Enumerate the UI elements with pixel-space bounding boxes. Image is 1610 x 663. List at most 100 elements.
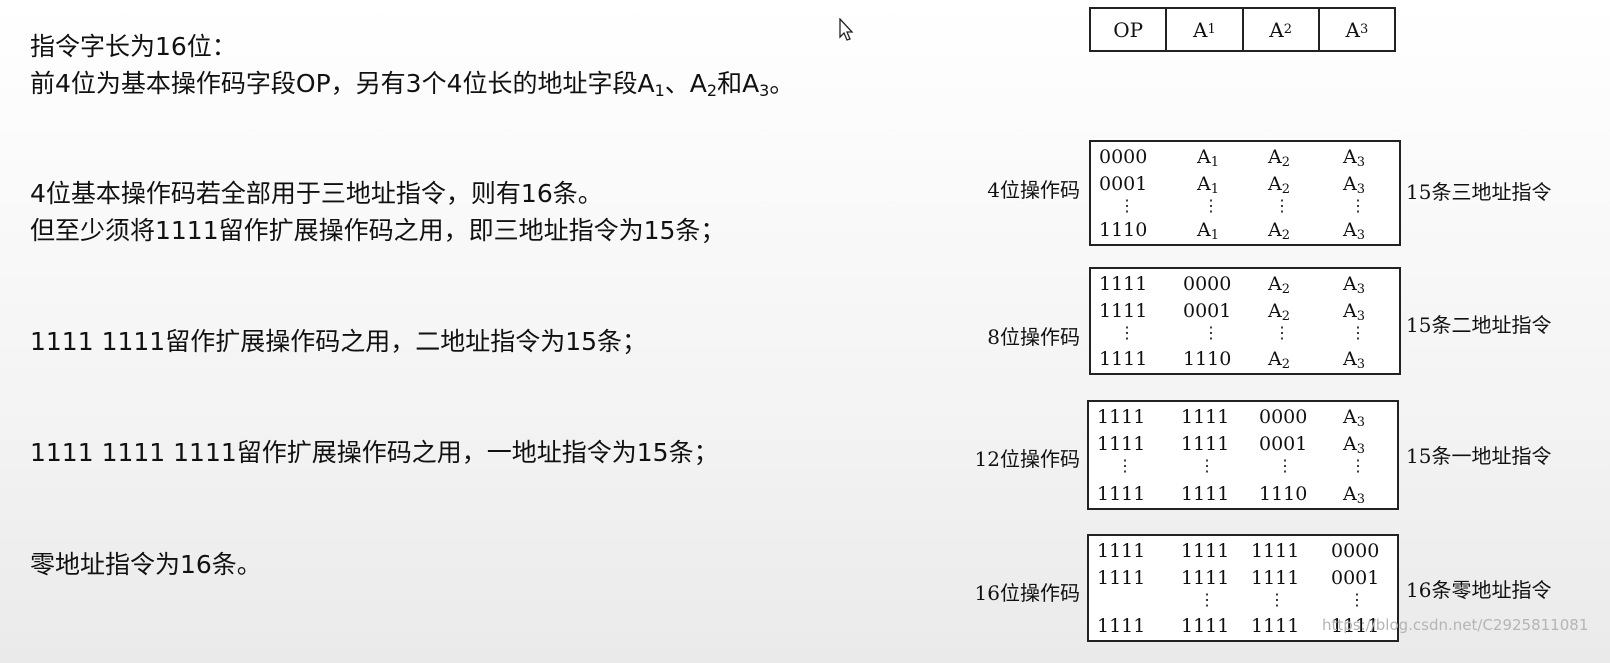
- group3-box: 1111 1111 0000 A3 1111 1111 0001 A3 ⋮ ⋮ …: [1087, 400, 1399, 510]
- text-line-two-address: 1111 1111留作扩展操作码之用，二地址指令为15条；: [30, 327, 648, 356]
- mouse-cursor-icon: [839, 18, 854, 41]
- addr-cell: A2: [1268, 348, 1291, 372]
- dots-row: ⋮ ⋮ ⋮: [1089, 592, 1397, 620]
- group3-left-label: 12位操作码: [974, 447, 1080, 471]
- ellipsis: ⋮: [1277, 456, 1293, 475]
- group3-right-label: 15条一地址指令: [1406, 444, 1552, 468]
- opcode-cell: 1111: [1331, 615, 1380, 637]
- opcode-cell: 1111: [1099, 300, 1148, 322]
- text-line-15-three-address: 但至少须将1111留作扩展操作码之用，即三地址指令为15条；: [30, 216, 726, 245]
- addr-cell: A3: [1343, 406, 1366, 430]
- table-row: 1111 1111 1111 0001: [1089, 567, 1397, 595]
- opcode-cell: 1111: [1181, 483, 1230, 505]
- addr-cell: A2: [1268, 300, 1291, 324]
- addr-cell: A3: [1343, 219, 1366, 243]
- opcode-cell: 1111: [1097, 567, 1146, 589]
- ellipsis: ⋮: [1350, 456, 1366, 475]
- ellipsis: ⋮: [1117, 456, 1133, 475]
- group2-left-label: 8位操作码: [987, 325, 1080, 349]
- opcode-cell: 1111: [1181, 615, 1230, 637]
- addr-cell: A3: [1343, 348, 1366, 372]
- table-row: 0001 A1 A2 A3: [1091, 173, 1399, 201]
- table-row: 1111 0000 A2 A3: [1091, 273, 1399, 301]
- format-field-op: OP: [1091, 9, 1168, 50]
- opcode-cell: 1111: [1181, 433, 1230, 455]
- table-row: 1111 0001 A2 A3: [1091, 300, 1399, 328]
- ellipsis: ⋮: [1350, 323, 1366, 342]
- group4-box: 1111 1111 1111 0000 1111 1111 1111 0001 …: [1087, 534, 1399, 642]
- ellipsis: ⋮: [1199, 456, 1215, 475]
- opcode-cell: 1111: [1251, 615, 1300, 637]
- opcode-cell: 0000: [1099, 146, 1148, 168]
- addr-cell: A1: [1197, 146, 1220, 170]
- addr-cell: A2: [1268, 219, 1291, 243]
- addr-cell: A3: [1343, 146, 1366, 170]
- dots-row: ⋮ ⋮ ⋮ ⋮: [1091, 198, 1399, 226]
- text-line-zero-address: 零地址指令为16条。: [30, 550, 262, 579]
- table-row: 1111 1111 1111 1111: [1089, 615, 1397, 643]
- watermark: https://blog.csdn.net/C2925811081: [1322, 616, 1589, 634]
- addr-cell: A2: [1268, 273, 1291, 297]
- addr-cell: A1: [1197, 219, 1220, 243]
- addr-cell: A3: [1343, 273, 1366, 297]
- dots-row: ⋮ ⋮ ⋮ ⋮: [1089, 458, 1397, 486]
- opcode-cell: 0001: [1099, 173, 1148, 195]
- ellipsis: ⋮: [1119, 196, 1135, 215]
- addr-cell: A2: [1268, 146, 1291, 170]
- group1-box: 0000 A1 A2 A3 0001 A1 A2 A3 ⋮ ⋮ ⋮ ⋮ 1110…: [1089, 140, 1401, 246]
- table-row: 0000 A1 A2 A3: [1091, 146, 1399, 174]
- addr-cell: A3: [1343, 483, 1366, 507]
- ellipsis: ⋮: [1349, 590, 1365, 609]
- addr-cell: A3: [1343, 433, 1366, 457]
- opcode-cell: 1111: [1181, 540, 1230, 562]
- group1-left-label: 4位操作码: [987, 178, 1080, 202]
- group4-left-label: 16位操作码: [974, 581, 1080, 605]
- opcode-cell: 0000: [1259, 406, 1308, 428]
- opcode-cell: 1111: [1097, 540, 1146, 562]
- addr-cell: A1: [1197, 173, 1220, 197]
- group2-box: 1111 0000 A2 A3 1111 0001 A2 A3 ⋮ ⋮ ⋮ ⋮ …: [1089, 267, 1401, 375]
- dots-row: ⋮ ⋮ ⋮ ⋮: [1091, 325, 1399, 353]
- opcode-cell: 1111: [1097, 615, 1146, 637]
- table-row: 1111 1111 0000 A3: [1089, 406, 1397, 434]
- addr-cell: A3: [1343, 173, 1366, 197]
- ellipsis: ⋮: [1119, 323, 1135, 342]
- group2-right-label: 15条二地址指令: [1406, 313, 1552, 337]
- opcode-cell: 1111: [1097, 483, 1146, 505]
- opcode-cell: 0001: [1259, 433, 1308, 455]
- ellipsis: ⋮: [1274, 323, 1290, 342]
- table-row: 1111 1111 1110 A3: [1089, 483, 1397, 511]
- text-line-16-three-address: 4位基本操作码若全部用于三地址指令，则有16条。: [30, 179, 603, 208]
- opcode-cell: 0001: [1331, 567, 1380, 589]
- text-line-one-address: 1111 1111 1111留作扩展操作码之用，一地址指令为15条；: [30, 438, 719, 467]
- opcode-cell: 1111: [1097, 433, 1146, 455]
- table-row: 1111 1111 1111 0000: [1089, 540, 1397, 568]
- opcode-cell: 0000: [1183, 273, 1232, 295]
- group4-right-label: 16条零地址指令: [1406, 578, 1552, 602]
- opcode-cell: 0000: [1331, 540, 1380, 562]
- opcode-cell: 1110: [1259, 483, 1308, 505]
- table-row: 1110 A1 A2 A3: [1091, 219, 1399, 247]
- ellipsis: ⋮: [1203, 323, 1219, 342]
- ellipsis: ⋮: [1199, 590, 1215, 609]
- ellipsis: ⋮: [1350, 196, 1366, 215]
- opcode-cell: 0001: [1183, 300, 1232, 322]
- opcode-cell: 1110: [1099, 219, 1148, 241]
- opcode-cell: 1111: [1097, 406, 1146, 428]
- opcode-cell: 1110: [1183, 348, 1232, 370]
- ellipsis: ⋮: [1203, 196, 1219, 215]
- opcode-cell: 1111: [1181, 406, 1230, 428]
- table-row: 1111 1110 A2 A3: [1091, 348, 1399, 376]
- table-row: 1111 1111 0001 A3: [1089, 433, 1397, 461]
- ellipsis: ⋮: [1269, 590, 1285, 609]
- text-line-word-length: 指令字长为16位：: [30, 32, 237, 61]
- opcode-cell: 1111: [1181, 567, 1230, 589]
- opcode-cell: 1111: [1251, 567, 1300, 589]
- addr-cell: A3: [1343, 300, 1366, 324]
- opcode-cell: 1111: [1099, 348, 1148, 370]
- group1-right-label: 15条三地址指令: [1406, 180, 1552, 204]
